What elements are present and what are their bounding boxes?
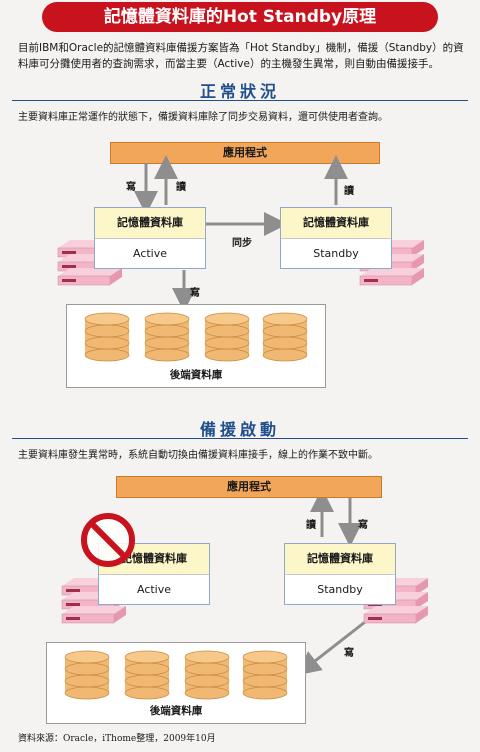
s2-backend-cylinders [64,650,288,700]
s1-active-db: 記憶體資料庫 Active [94,207,206,269]
s1-backend-cylinders [84,312,308,362]
s2-active-db-role: Active [136,583,172,596]
intro-text: 目前IBM和Oracle的記憶體資料庫備援方案皆為「Hot Standby」機制… [18,42,464,70]
s1-backend-write-label: 寫 [190,288,200,299]
section1-title: 正常狀況 [199,82,280,101]
s1-backend-db: 後端資料庫 [66,304,326,388]
s2-backend-write-arrow [296,620,366,676]
s1-standby-db-name: 記憶體資料庫 [281,208,391,239]
s2-backend-label: 後端資料庫 [149,705,203,717]
s1-standby-db-role: Standby [313,247,359,260]
s1-backend-label: 後端資料庫 [169,369,223,381]
s1-write-label: 寫 [126,182,136,193]
section2-app-bar: 應用程式 [116,476,382,498]
s2-backend-db: 後端資料庫 [46,642,306,724]
section2-rule [12,438,468,439]
no-entry-icon [81,513,135,567]
section1-rule [12,100,468,101]
s2-write-label: 寫 [358,520,368,531]
s1-active-db-name: 記憶體資料庫 [95,208,205,239]
s2-standby-db-name: 記憶體資料庫 [285,544,395,575]
section2-title: 備援啟動 [199,420,280,439]
section1-description: 主要資料庫正常運作的狀態下，備援資料庫除了同步交易資料，還可供使用者查詢。 [18,112,388,123]
s1-sync-label: 同步 [232,238,252,249]
source-note: 資料來源：Oracle，iThome整理，2009年10月 [18,734,216,744]
s1-standby-db: 記憶體資料庫 Standby [280,207,392,269]
s2-standby-db-role: Standby [317,583,363,596]
s2-read-label: 讀 [306,520,316,531]
s1-standby-read-label: 讀 [344,186,354,197]
main-title: 記憶體資料庫的Hot Standby原理 [42,2,438,32]
s1-active-db-role: Active [132,247,168,260]
section2-description: 主要資料庫發生異常時，系統自動切換由備援資料庫接手，線上的作業不致中斷。 [18,450,378,461]
s1-read-label: 讀 [176,182,186,193]
s2-backend-write-label: 寫 [344,648,354,659]
s2-standby-db: 記憶體資料庫 Standby [284,543,396,605]
